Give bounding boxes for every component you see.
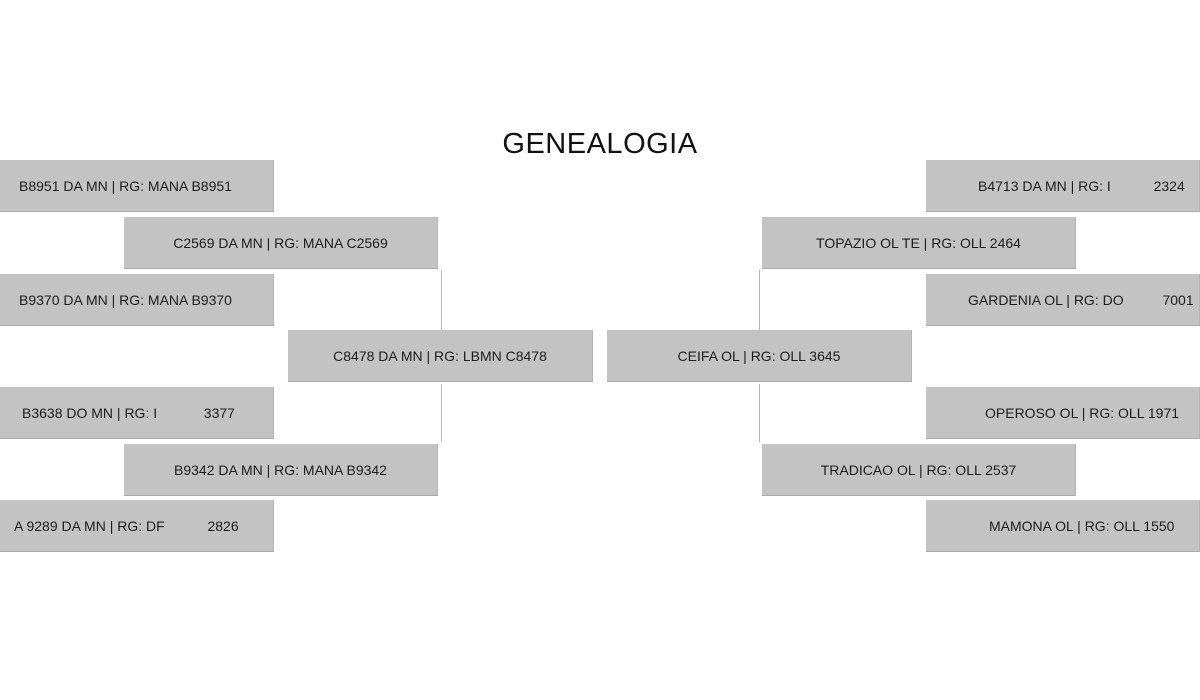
left-parent-bottom: B9342 DA MN | RG: MANA B9342: [124, 444, 438, 496]
connector-line-right-bottom: [759, 384, 760, 442]
right-grandparent-2: GARDENIA OL | RG: DO 7001: [926, 274, 1200, 326]
connector-line-left-top: [441, 270, 442, 330]
right-grandparent-4: MAMONA OL | RG: OLL 1550: [926, 500, 1200, 552]
left-grandparent-4: A 9289 DA MN | RG: DF 2826: [0, 500, 274, 552]
left-grandparent-2: B9370 DA MN | RG: MANA B9370: [0, 274, 274, 326]
left-parent-top: C2569 DA MN | RG: MANA C2569: [124, 217, 438, 269]
left-center-node: C8478 DA MN | RG: LBMN C8478: [288, 330, 593, 382]
page-title: GENEALOGIA: [502, 128, 698, 160]
right-center-node: CEIFA OL | RG: OLL 3645: [607, 330, 912, 382]
left-grandparent-3: B3638 DO MN | RG: I 3377: [0, 387, 274, 439]
right-grandparent-3: OPEROSO OL | RG: OLL 1971: [926, 387, 1200, 439]
right-parent-top: TOPAZIO OL TE | RG: OLL 2464: [762, 217, 1076, 269]
right-parent-bottom: TRADICAO OL | RG: OLL 2537: [762, 444, 1076, 496]
connector-line-right-top: [759, 270, 760, 330]
right-grandparent-1: B4713 DA MN | RG: I 2324: [926, 160, 1200, 212]
left-grandparent-1: B8951 DA MN | RG: MANA B8951: [0, 160, 274, 212]
connector-line-left-bottom: [441, 384, 442, 442]
